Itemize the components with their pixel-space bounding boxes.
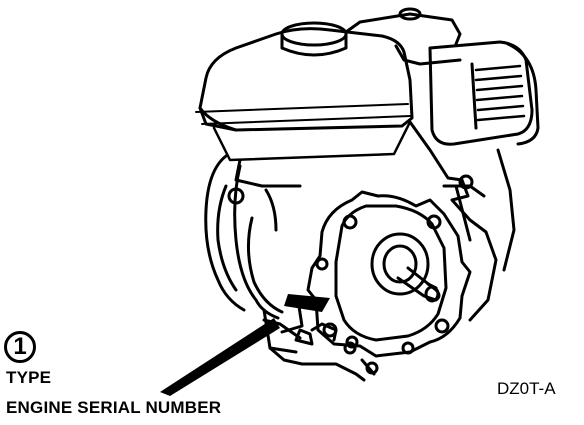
engine-top-cover xyxy=(344,7,462,66)
air-cleaner xyxy=(428,40,540,146)
fuel-tank xyxy=(195,27,414,162)
figure-code: DZ0T-A xyxy=(497,379,556,398)
oil-filler xyxy=(294,322,379,376)
fan-housing xyxy=(204,154,284,320)
output-shaft xyxy=(370,232,441,303)
fuel-cap xyxy=(280,21,348,57)
crankcase-cover xyxy=(306,190,472,358)
callout-arrow xyxy=(160,294,330,396)
callout-number: 1 xyxy=(4,331,36,363)
type-label: TYPE xyxy=(6,368,52,387)
engine-block xyxy=(234,120,516,322)
engine-serial-number-label: ENGINE SERIAL NUMBER xyxy=(6,398,222,417)
